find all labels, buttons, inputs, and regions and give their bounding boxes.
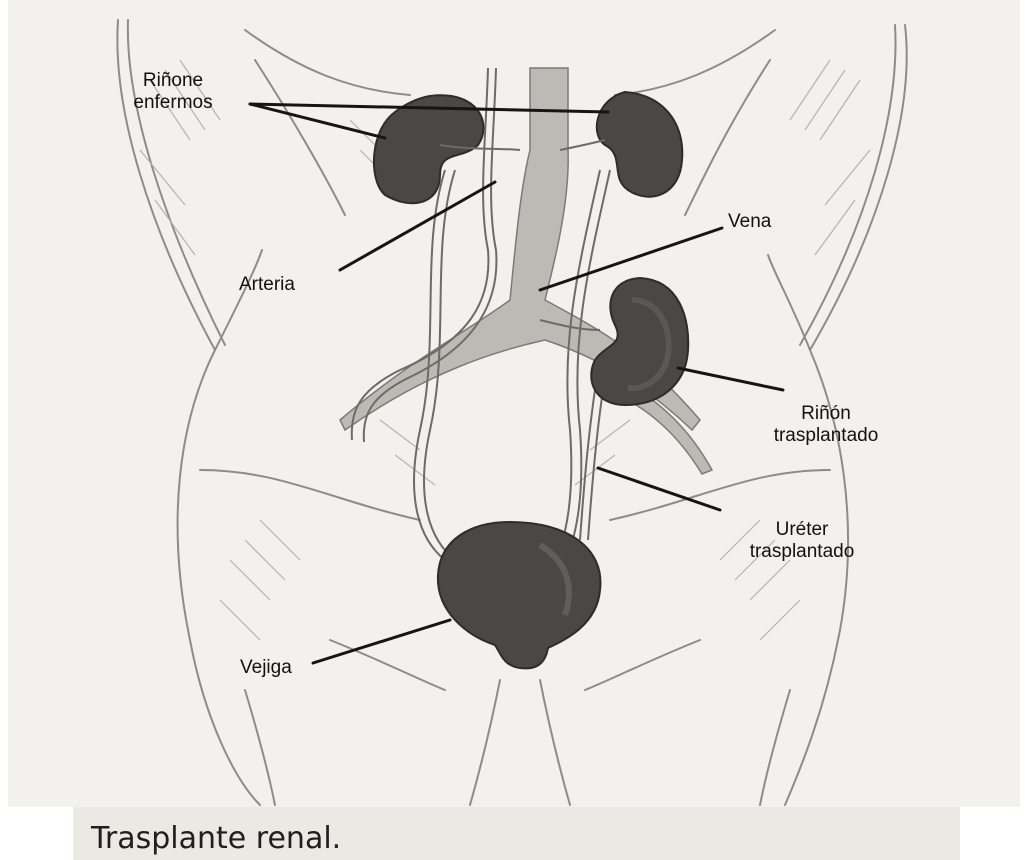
label-transplanted-kidney: Riñón trasplantado: [756, 403, 896, 447]
label-transplanted-ureter: Uréter trasplantado: [716, 519, 888, 563]
label-bladder: Vejiga: [240, 657, 292, 679]
label-transplanted-ureter-line1: Uréter: [716, 519, 888, 541]
label-artery: Arteria: [239, 274, 295, 296]
label-transplanted-kidney-line2: trasplantado: [756, 425, 896, 447]
label-transplanted-kidney-line1: Riñón: [756, 403, 896, 425]
caption-box: Trasplante renal.: [73, 807, 960, 860]
label-diseased-kidneys-line2: enfermos: [118, 92, 228, 114]
label-vein: Vena: [728, 211, 771, 233]
label-diseased-kidneys: Riñone enfermos: [118, 70, 228, 114]
label-transplanted-ureter-line2: trasplantado: [716, 541, 888, 563]
label-diseased-kidneys-line1: Riñone: [118, 70, 228, 92]
figure-caption: Trasplante renal.: [91, 821, 341, 857]
